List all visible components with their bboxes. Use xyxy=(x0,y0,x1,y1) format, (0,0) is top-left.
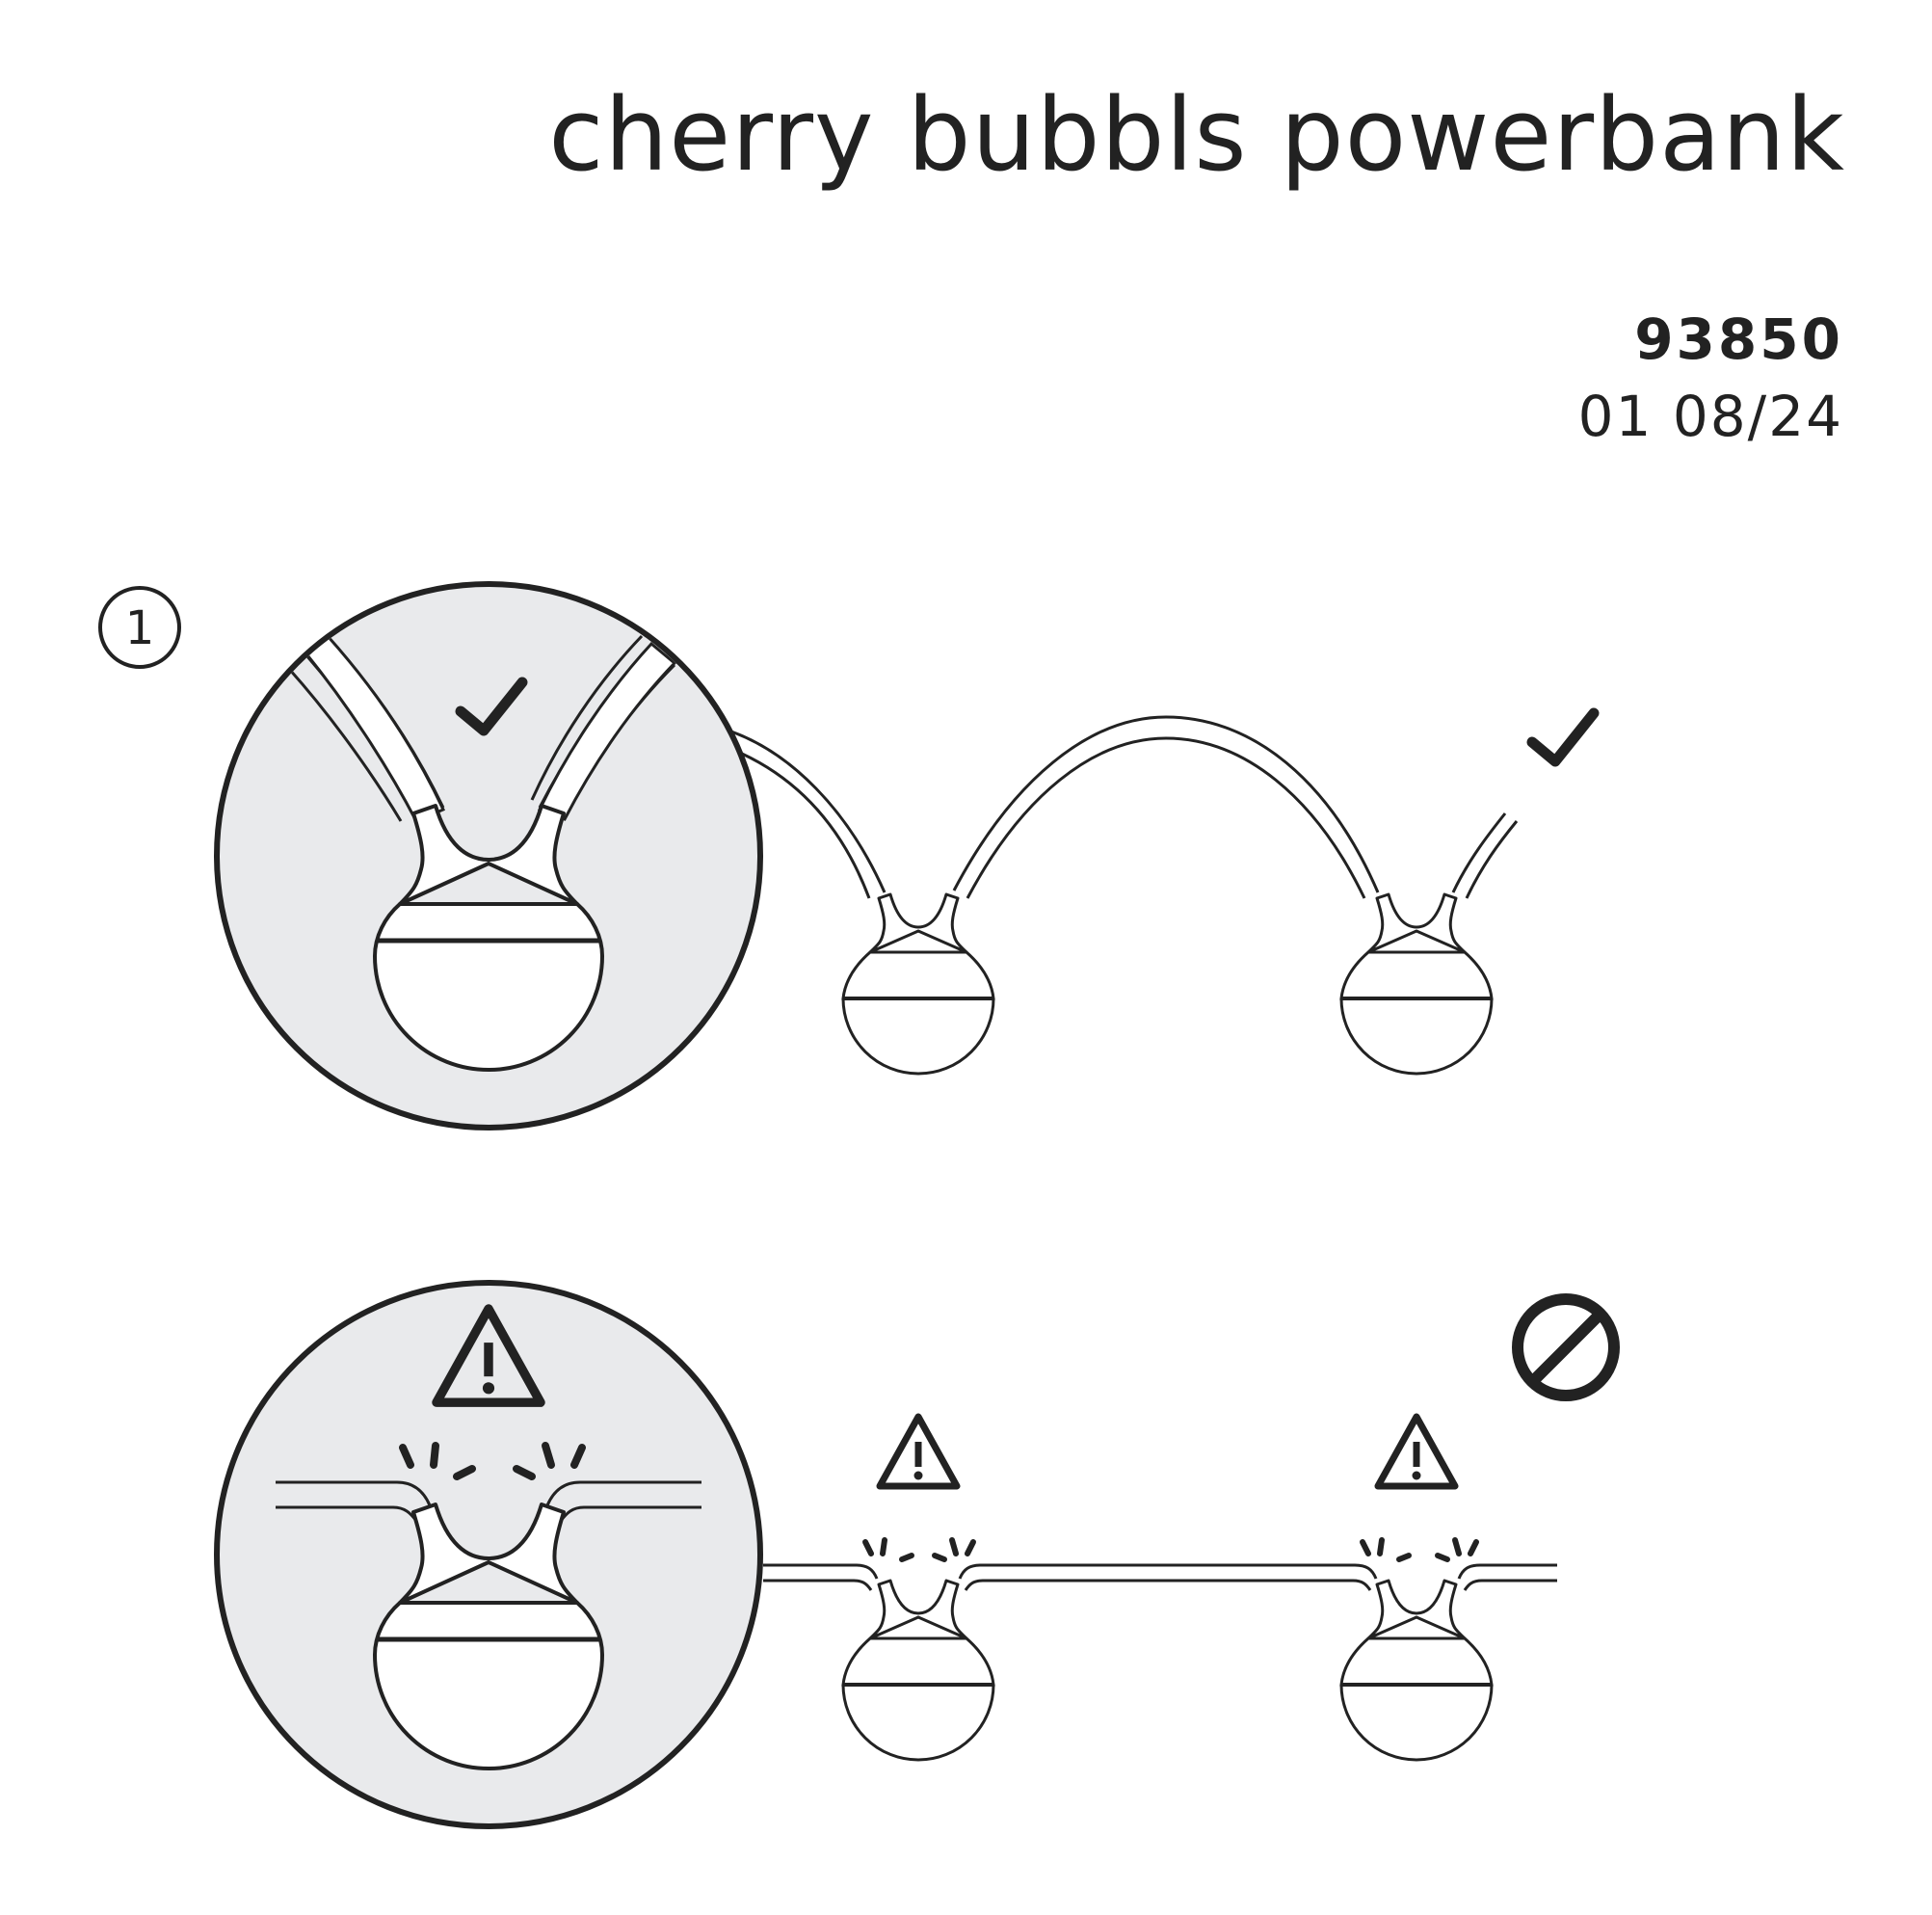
checkmark-icon xyxy=(1532,713,1594,761)
cable-taut xyxy=(763,1563,1557,1591)
warning-triangle-icon xyxy=(880,1417,957,1486)
bulb xyxy=(841,1579,995,1762)
step-number: 1 xyxy=(125,601,155,655)
zoom-detail-correct xyxy=(214,581,763,1130)
zoom-detail-incorrect xyxy=(214,1280,763,1829)
bulb xyxy=(1339,1579,1494,1762)
stress-marks xyxy=(862,1537,1479,1562)
stress-marks-enlarged xyxy=(399,1442,586,1480)
panel-incorrect xyxy=(214,1280,1620,1829)
step-number-badge: 1 xyxy=(98,586,181,669)
bulb xyxy=(841,892,995,1076)
product-code: 93850 xyxy=(1634,306,1843,372)
bulb xyxy=(1339,892,1494,1076)
revision-date: 01 08/24 xyxy=(1577,384,1843,449)
prohibited-icon xyxy=(1512,1293,1620,1401)
panel-correct xyxy=(214,581,1594,1130)
cable-slack xyxy=(728,715,1519,899)
document-title: cherry bubbls powerbank xyxy=(548,76,1845,194)
warning-triangle-icon xyxy=(1378,1417,1455,1486)
